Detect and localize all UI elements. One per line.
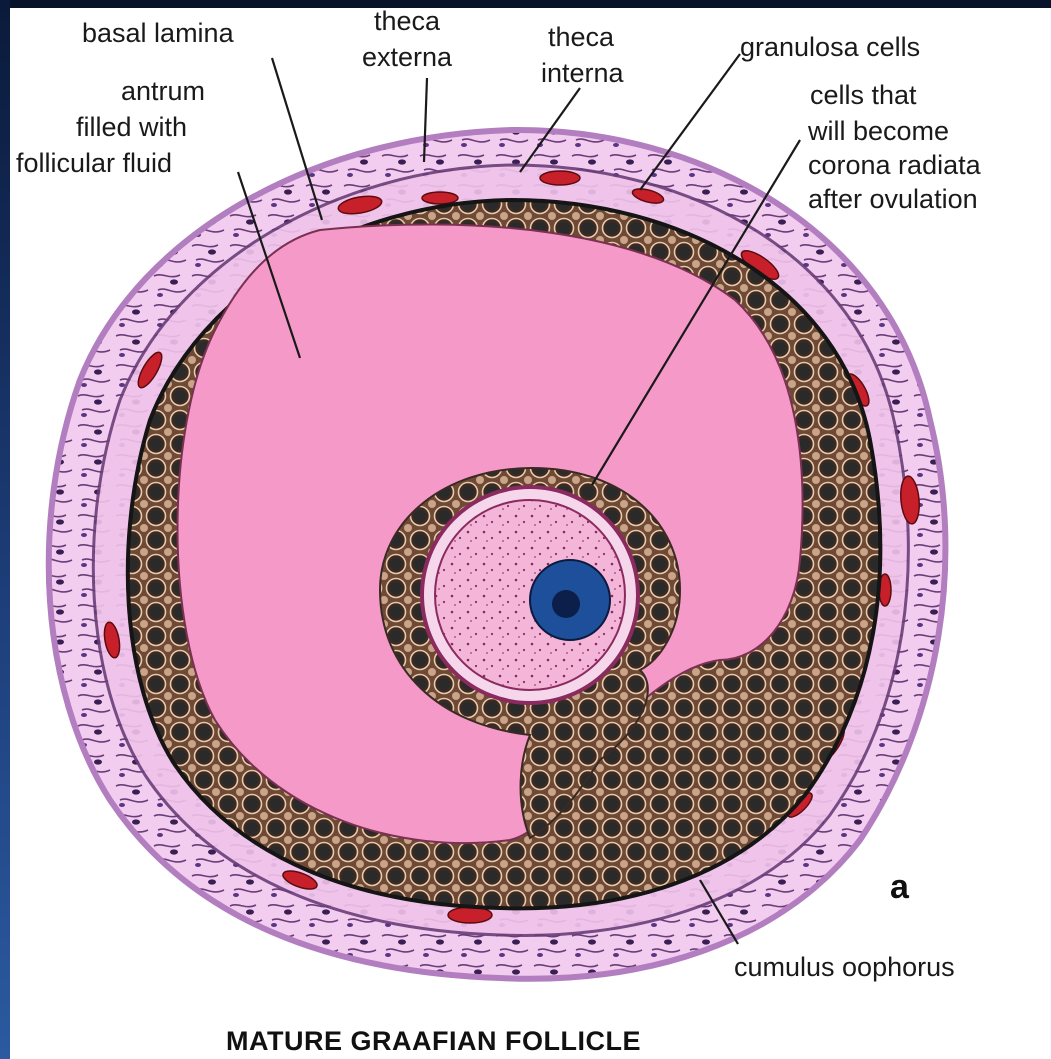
label-corona-line2: will become	[807, 116, 949, 146]
panel-letter: a	[890, 868, 910, 906]
label-granulosa-cells: granulosa cells	[740, 32, 920, 62]
label-corona-line1: cells that	[810, 80, 917, 110]
label-antrum-line1: antrum	[121, 76, 205, 106]
label-antrum-line3: follicular fluid	[16, 148, 172, 178]
label-theca-externa-line2: externa	[362, 42, 453, 72]
label-antrum-line2: filled with	[76, 112, 187, 142]
label-basal-lamina: basal lamina	[82, 18, 235, 48]
figure-caption: MATURE GRAAFIAN FOLLICLE	[226, 1026, 641, 1056]
label-cumulus-oophorus: cumulus oophorus	[734, 952, 955, 982]
label-theca-interna-line2: interna	[541, 58, 625, 88]
nucleolus	[552, 590, 580, 618]
label-theca-externa-line1: theca	[374, 6, 441, 36]
label-theca-interna-line1: theca	[548, 22, 615, 52]
label-corona-line4: after ovulation	[808, 184, 978, 214]
label-corona-line3: corona radiata	[808, 150, 982, 180]
